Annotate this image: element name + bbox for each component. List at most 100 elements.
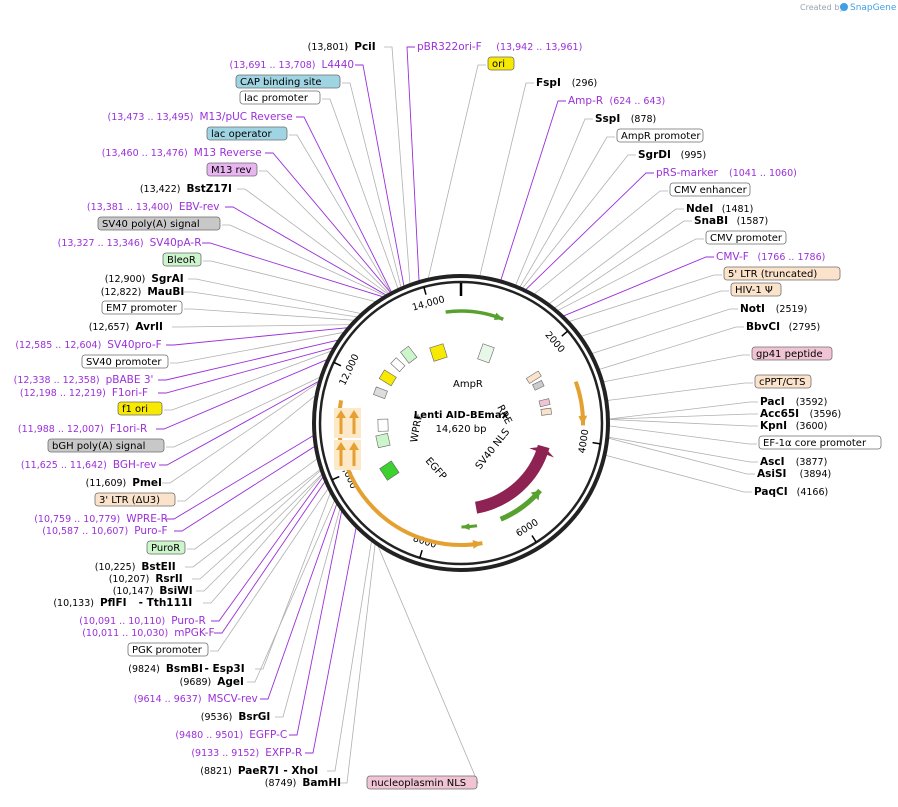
leader-line (158, 339, 339, 381)
right-label-cmv-promoter[interactable]: CMV promoter (705, 230, 787, 245)
gp41-block (538, 398, 551, 408)
left-label-rsrii[interactable]: RsrII(10,207) (109, 573, 183, 585)
left-label-l4440[interactable]: L4440(13,691 .. 13,708) (230, 59, 355, 71)
enzyme-position: (13,422) (140, 184, 181, 195)
left-label-egfp-c[interactable]: EGFP-C(9480 .. 9501) (175, 729, 287, 741)
enzyme-position: (10,207) (109, 574, 150, 585)
left-label-sgrai[interactable]: SgrAI(12,900) (105, 273, 184, 285)
right-label-amp-r[interactable]: Amp-R(624 .. 643) (568, 95, 665, 107)
right-label-hiv-1[interactable]: HIV-1 Ψ (730, 282, 782, 297)
left-label-avrii[interactable]: AvrII(12,657) (89, 321, 163, 333)
ltr-up-arrow-3-head (336, 442, 346, 450)
left-label-bgh-rev[interactable]: BGH-rev(11,625 .. 11,642) (21, 459, 157, 471)
left-label-bleor[interactable]: BleoR (162, 252, 202, 267)
right-label-pbr322ori-f[interactable]: pBR322ori-F(13,942 .. 13,961) (417, 41, 582, 53)
enzyme-name: BamHI (302, 777, 341, 789)
left-label-exfp-r[interactable]: EXFP-R(9133 .. 9152) (191, 747, 302, 759)
right-label-gp41-peptide[interactable]: gp41 peptide (751, 346, 833, 361)
inner-labels: AmpR RRE SV40 NLS Cas9 EGFP WPRE (409, 379, 513, 495)
left-label-paer7i[interactable]: PaeR7I- XhoI(8821) (200, 765, 318, 777)
left-label-ebv-rev[interactable]: EBV-rev (13,381 .. 13,400) (87, 201, 220, 213)
left-label-m13-puc-reverse[interactable]: M13/pUC Reverse(13,473 .. 13,495) (108, 111, 293, 123)
left-label-mpgk-f[interactable]: mPGK-F(10,011 .. 10,030) (82, 627, 214, 639)
right-label-5-ltr-truncated[interactable]: 5' LTR (truncated) (723, 266, 841, 281)
left-label-wpre-r[interactable]: WPRE-R(10,759 .. 10,779) (34, 513, 168, 525)
left-label-sv40-promoter[interactable]: SV40 promoter (81, 354, 169, 369)
enzyme-position: (1481) (722, 204, 754, 215)
right-label-prs-marker[interactable]: pRS-marker(1041 .. 1060) (656, 167, 797, 179)
left-label-mscv-rev[interactable]: MSCV-rev(9614 .. 9637) (134, 693, 258, 705)
left-label-bsrgi[interactable]: BsrGI(9536) (201, 711, 271, 723)
left-label-bamhi[interactable]: BamHI(8749) (265, 777, 341, 789)
left-label-3-ltr-u3[interactable]: 3' LTR (ΔU3) (94, 492, 176, 507)
left-label-pmei[interactable]: PmeI(11,609) (86, 477, 162, 489)
right-label-sgrdi[interactable]: SgrDI(995) (638, 149, 706, 161)
ring-tick-label: 12,000 (337, 352, 361, 387)
left-label-pgk-promoter[interactable]: PGK promoter (127, 642, 209, 657)
left-label-f1-ori[interactable]: f1 ori (117, 401, 163, 416)
right-label-acc65i[interactable]: Acc65I(3596) (760, 408, 841, 420)
enzyme-name: SnaBI (694, 215, 728, 227)
left-label-lac-operator[interactable]: lac operator (206, 126, 288, 141)
left-label-m13-rev[interactable]: M13 rev (206, 162, 258, 177)
left-label-bgh-poly-a-signal[interactable]: bGH poly(A) signal (47, 438, 165, 453)
leader-line (548, 208, 684, 305)
left-label-sv40pa-r[interactable]: SV40pA-R(13,327 .. 13,346) (58, 237, 202, 249)
primer-position: (13,381 .. 13,400) (87, 202, 173, 213)
enzyme-position: (3877) (796, 457, 828, 468)
right-label-sspi[interactable]: SspI(878) (595, 113, 656, 125)
right-label-paci[interactable]: PacI(3592) (760, 396, 827, 408)
leader-line (211, 476, 324, 622)
primer-position: (9480 .. 9501) (175, 730, 243, 741)
right-label-asci[interactable]: AscI(3877) (760, 456, 827, 468)
right-label-ndei[interactable]: NdeI(1481) (686, 203, 753, 215)
left-label-lac-promoter[interactable]: lac promoter (239, 90, 321, 105)
left-label-bsmbi[interactable]: BsmBI- Esp3I(9824) (128, 663, 244, 675)
right-label-snabi[interactable]: SnaBI(1587) (694, 215, 768, 227)
left-label-nucleoplasmin-nls[interactable]: nucleoplasmin NLS (366, 775, 478, 790)
enzyme-position: (10,225) (95, 562, 136, 573)
left-label-f1ori-r[interactable]: F1ori-R(11,988 .. 12,007) (18, 423, 147, 435)
left-label-m13-reverse[interactable]: M13 Reverse(13,460 .. 13,476) (102, 147, 262, 159)
primer-name: EBV-rev (179, 201, 220, 213)
right-label-ef-1-core-promoter[interactable]: EF-1α core promoter (758, 435, 882, 450)
left-label-sv40pro-f[interactable]: SV40pro-F(12,585 .. 12,604) (15, 339, 161, 351)
right-label-ampr-promoter[interactable]: AmpR promoter (616, 128, 704, 143)
right-label-ori[interactable]: ori (487, 56, 515, 71)
right-label-asisi[interactable]: AsiSI(3894) (757, 468, 831, 480)
left-label-puro-f[interactable]: Puro-F(10,587 .. 10,607) (42, 525, 167, 537)
egfp-block (379, 460, 400, 481)
right-label-paqci[interactable]: PaqCI(4166) (754, 486, 828, 498)
left-label-f1ori-f[interactable]: F1ori-F(12,198 .. 12,219) (20, 387, 148, 399)
left-label-cap-binding-site[interactable]: CAP binding site (235, 74, 341, 89)
left-label-pflfi[interactable]: PflFI- Tth111I(10,133) (53, 597, 192, 609)
left-label-bsteii[interactable]: BstEII(10,225) (95, 561, 176, 573)
left-label-puro-r[interactable]: Puro-R(10,091 .. 10,110) (79, 615, 206, 627)
left-label-em7-promoter[interactable]: EM7 promoter (101, 300, 183, 315)
right-label-bbvci[interactable]: BbvCI(2795) (746, 321, 820, 333)
left-label-bstz17i[interactable]: BstZ17I (13,422) (140, 183, 232, 195)
right-label-fspi[interactable]: FspI(296) (536, 77, 597, 89)
right-label-kpni[interactable]: KpnI(3600) (760, 420, 827, 432)
leader-line (162, 382, 319, 484)
enzyme-position: (878) (631, 114, 657, 125)
ring-tick-label: 14,000 (411, 294, 446, 313)
left-label-maubi[interactable]: MauBI(12,822) (101, 286, 185, 298)
left-label-bsiwi[interactable]: BsiWI(10,147) (113, 585, 193, 597)
right-label-cppt-cts[interactable]: cPPT/CTS (754, 374, 812, 389)
leader-line (384, 46, 411, 285)
left-label-pbabe-3[interactable]: pBABE 3'(12,338 .. 12,358) (14, 374, 154, 386)
leader-line (327, 540, 372, 772)
primer-position: (13,942 .. 13,961) (496, 42, 582, 53)
primer-position: (9133 .. 9152) (191, 748, 259, 759)
right-label-cmv-f[interactable]: CMV-F(1766 .. 1786) (716, 251, 825, 263)
leader-line (275, 508, 341, 718)
left-label-pcii[interactable]: PciI(13,801) (308, 41, 376, 53)
right-label-noti[interactable]: NotI(2519) (740, 303, 807, 315)
ring-tick (333, 361, 342, 367)
left-label-agei[interactable]: AgeI(9689) (180, 676, 244, 688)
right-label-cmv-enhancer[interactable]: CMV enhancer (669, 182, 751, 197)
left-label-puror[interactable]: PuroR (146, 540, 186, 555)
enzyme-name: BstZ17I (186, 183, 231, 195)
left-label-sv40-poly-a-signal[interactable]: SV40 poly(A) signal (97, 216, 221, 231)
